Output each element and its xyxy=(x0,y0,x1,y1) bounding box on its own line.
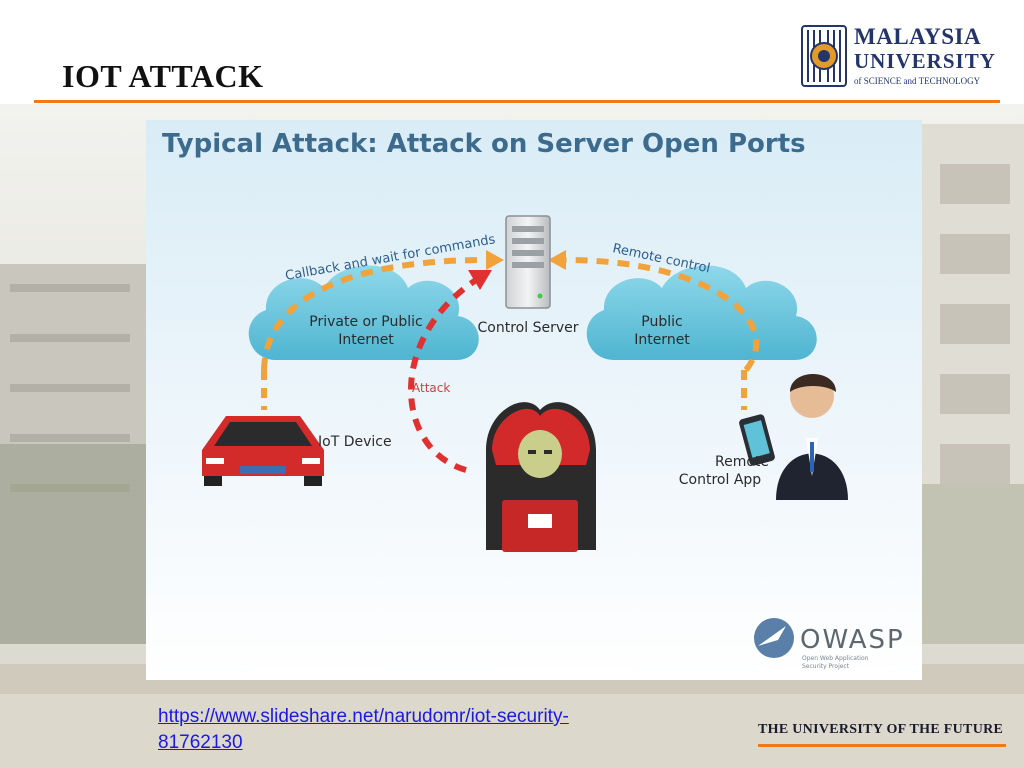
logo-line-malaysia: MALAYSIA xyxy=(854,24,982,49)
slide-title: IOT ATTACK xyxy=(62,58,264,94)
remote-control-arrow xyxy=(565,257,760,372)
left-cloud-label-line2: Internet xyxy=(338,332,394,348)
owasp-subtitle-line1: Open Web Application xyxy=(802,655,869,662)
server-label: Control Server xyxy=(478,320,579,336)
iot-device-label: IoT Device xyxy=(318,434,392,450)
car-icon xyxy=(202,416,324,486)
university-logo: MALAYSIA UNIVERSITY of SCIENCE and TECHN… xyxy=(800,24,1000,90)
source-link[interactable]: https://www.slideshare.net/narudomr/iot-… xyxy=(158,706,569,753)
remote-control-arrowhead-icon xyxy=(548,250,566,270)
university-crest-icon xyxy=(801,25,847,87)
footer-tagline: THE UNIVERSITY OF THE FUTURE xyxy=(758,722,1004,737)
owasp-subtitle-line2: Security Project xyxy=(802,663,850,670)
attack-diagram: Typical Attack: Attack on Server Open Po… xyxy=(146,120,922,680)
attack-diagram-graphic: Typical Attack: Attack on Server Open Po… xyxy=(146,120,922,680)
right-cloud-label-line2: Internet xyxy=(634,332,690,348)
logo-line-science-technology: of SCIENCE and TECHNOLOGY xyxy=(854,76,981,86)
right-cloud xyxy=(586,265,817,360)
hacker-icon xyxy=(486,402,596,552)
logo-line-university: UNIVERSITY xyxy=(854,49,996,73)
remote-app-label-line1: Remote xyxy=(715,454,769,470)
diagram-title: Typical Attack: Attack on Server Open Po… xyxy=(162,129,806,159)
person-with-phone-icon xyxy=(739,374,848,500)
callback-arrow xyxy=(261,257,487,371)
server-icon xyxy=(505,215,551,309)
left-cloud-label-line1: Private or Public xyxy=(309,314,422,330)
owasp-logo: OWASP Open Web Application Security Proj… xyxy=(754,618,905,670)
attack-arrowhead-icon xyxy=(468,270,492,290)
right-cloud-label-line1: Public xyxy=(641,314,682,330)
callback-arrowhead-icon xyxy=(486,250,504,270)
title-underline xyxy=(34,100,1000,103)
attack-arrow xyxy=(408,277,478,473)
attack-label: Attack xyxy=(412,381,450,395)
owasp-logo-text: OWASP xyxy=(800,625,905,655)
remote-app-label-line2: Control App xyxy=(679,472,762,488)
footer-underline xyxy=(758,744,1006,747)
